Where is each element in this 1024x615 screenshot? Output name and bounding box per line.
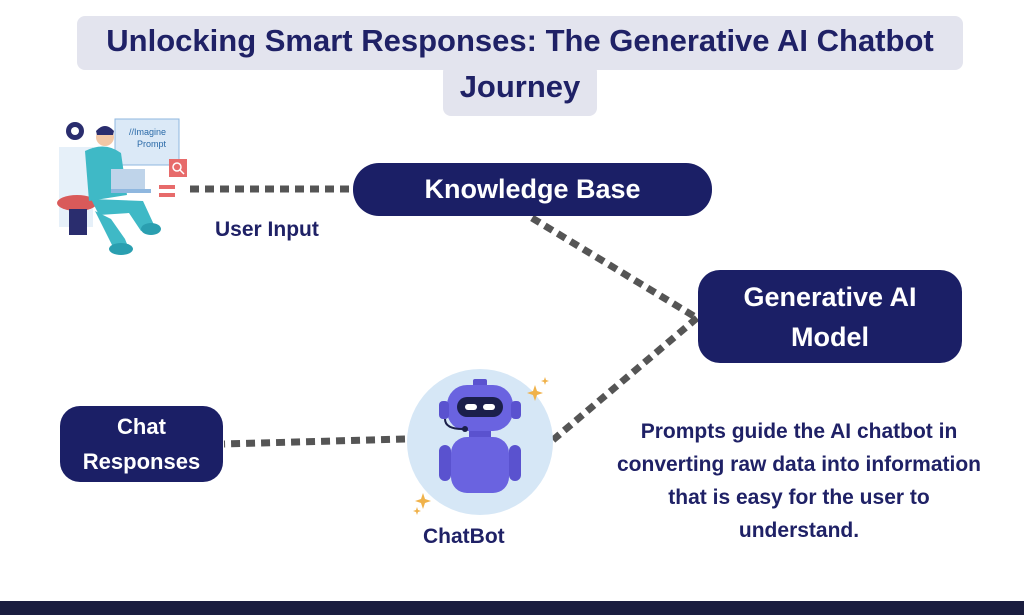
title-background-line2 [443,64,597,116]
user-input-label: User Input [215,218,319,241]
connector-kb-to-model [530,215,699,321]
footer-bar [0,601,1024,615]
page-title: Unlocking Smart Responses: The Generativ… [106,23,934,104]
user-illustration: //Imagine Prompt [57,118,187,255]
generative-ai-model-node: Generative AI Model [698,270,962,363]
connector-bot-to-chat [223,435,406,448]
chatbot-robot-icon [407,369,553,515]
prompt-screen [114,118,180,166]
svg-text:Prompt: Prompt [137,139,167,149]
prompt-screen-text: //Imagine [129,127,166,137]
description-text: Prompts guide the AI chatbot in converti… [616,420,982,542]
gear-icon [66,122,84,140]
title-banner: Unlocking Smart Responses: The Generativ… [0,0,1024,130]
knowledge-base-node: Knowledge Base [353,163,712,216]
title-background-line1 [77,16,963,70]
chat-responses-node: Chat Responses [60,406,223,482]
chatbot-label: ChatBot [423,525,505,548]
search-icon-box [169,159,187,177]
connector-model-to-bot [550,315,700,443]
